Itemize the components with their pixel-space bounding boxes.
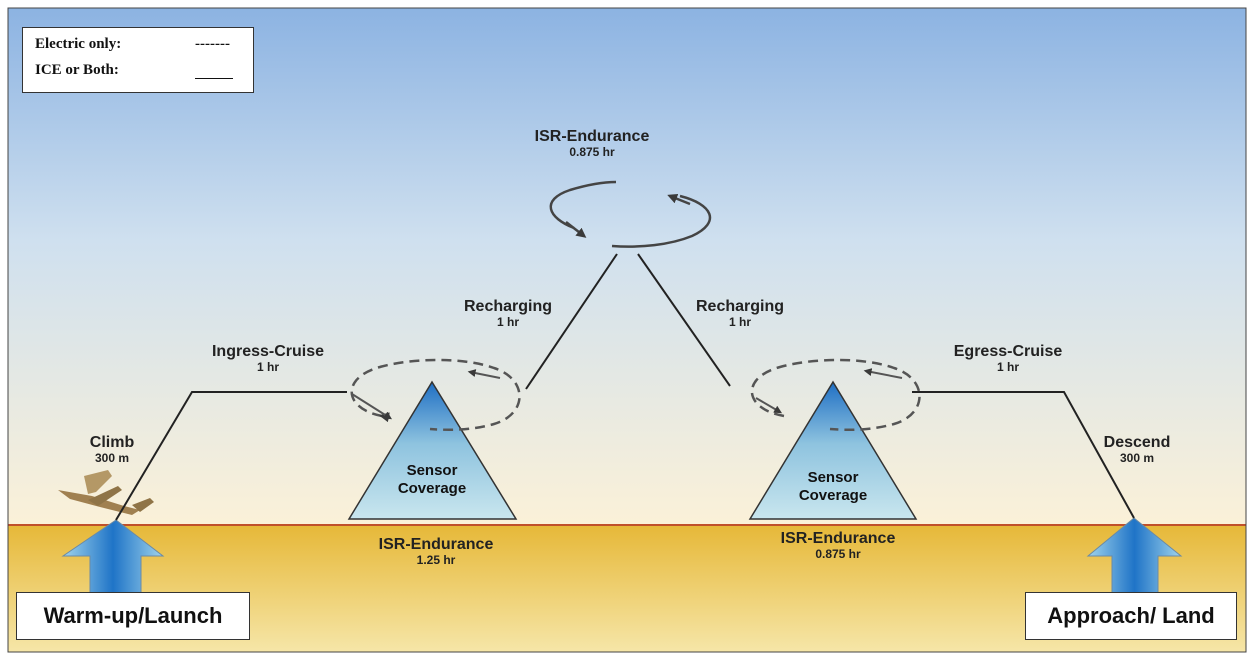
- isr-top-label: ISR-Endurance 0.875 hr: [532, 128, 652, 160]
- orbit-left-entry-arrow: [351, 393, 393, 420]
- launch-phase-box: Warm-up/Launch: [16, 592, 250, 640]
- sensor-right-line2: Coverage: [798, 487, 868, 504]
- isr-top-value: 0.875 hr: [569, 145, 615, 160]
- climb-value: 300 m: [94, 451, 130, 466]
- isr-right-value: 0.875 hr: [815, 547, 861, 562]
- land-arrow: [1086, 517, 1183, 609]
- isr-left-value: 1.25 hr: [416, 553, 456, 568]
- recharge-right-title: Recharging: [695, 298, 784, 315]
- orbit-left: [350, 358, 521, 432]
- recharge-left-label: Recharging 1 hr: [448, 298, 568, 330]
- recharge-right-label: Recharging 1 hr: [680, 298, 800, 330]
- isr-left-title: ISR-Endurance: [378, 536, 494, 553]
- orbit-top-right-arrow: [667, 193, 691, 206]
- launch-arrow: [61, 519, 165, 609]
- ingress-title: Ingress-Cruise: [211, 343, 325, 360]
- diagram-frame: [7, 7, 1247, 653]
- sensor-coverage-left-label: Sensor Coverage: [382, 462, 482, 498]
- legend-electric-sample: -------: [195, 36, 230, 52]
- orbit-right: [750, 358, 921, 432]
- sensor-coverage-right: [748, 380, 918, 520]
- orbit-left-return-arrow: [467, 369, 501, 379]
- legend-ice-swatch: [195, 78, 233, 79]
- sensor-coverage-left: [347, 380, 518, 520]
- descend-value: 300 m: [1119, 451, 1155, 466]
- sky: [8, 8, 1246, 525]
- isr-right-label: ISR-Endurance 0.875 hr: [768, 530, 908, 562]
- aircraft-icon: [58, 470, 154, 515]
- descend-title: Descend: [1103, 434, 1171, 451]
- flight-path: [115, 253, 1135, 521]
- recharge-left-title: Recharging: [463, 298, 552, 315]
- sensor-left-line2: Coverage: [397, 480, 467, 497]
- sensor-coverage-right-label: Sensor Coverage: [783, 469, 883, 505]
- land-phase-box: Approach/ Land: [1025, 592, 1237, 640]
- recharge-right-value: 1 hr: [728, 315, 751, 330]
- orbit-top-left-arrow: [565, 221, 587, 238]
- descend-label: Descend 300 m: [1094, 434, 1180, 466]
- egress-label: Egress-Cruise 1 hr: [938, 343, 1078, 375]
- recharge-left-value: 1 hr: [496, 315, 519, 330]
- climb-title: Climb: [89, 434, 135, 451]
- legend-ice-label: ICE or Both:: [35, 62, 119, 78]
- egress-title: Egress-Cruise: [953, 343, 1063, 360]
- egress-value: 1 hr: [996, 360, 1019, 375]
- isr-left-label: ISR-Endurance 1.25 hr: [366, 536, 506, 568]
- orbit-right-return-arrow: [863, 368, 903, 379]
- isr-right-title: ISR-Endurance: [780, 530, 896, 547]
- sensor-right-line1: Sensor: [807, 469, 859, 486]
- legend-electric-label: Electric only:: [35, 36, 122, 52]
- ingress-value: 1 hr: [256, 360, 279, 375]
- ingress-label: Ingress-Cruise 1 hr: [198, 343, 338, 375]
- climb-label: Climb 300 m: [74, 434, 150, 466]
- legend: Electric only: ------- ICE or Both:: [22, 27, 254, 93]
- orbit-top: [549, 180, 712, 248]
- isr-top-title: ISR-Endurance: [534, 128, 650, 145]
- sensor-left-line1: Sensor: [406, 462, 458, 479]
- orbit-right-entry-arrow: [755, 397, 783, 414]
